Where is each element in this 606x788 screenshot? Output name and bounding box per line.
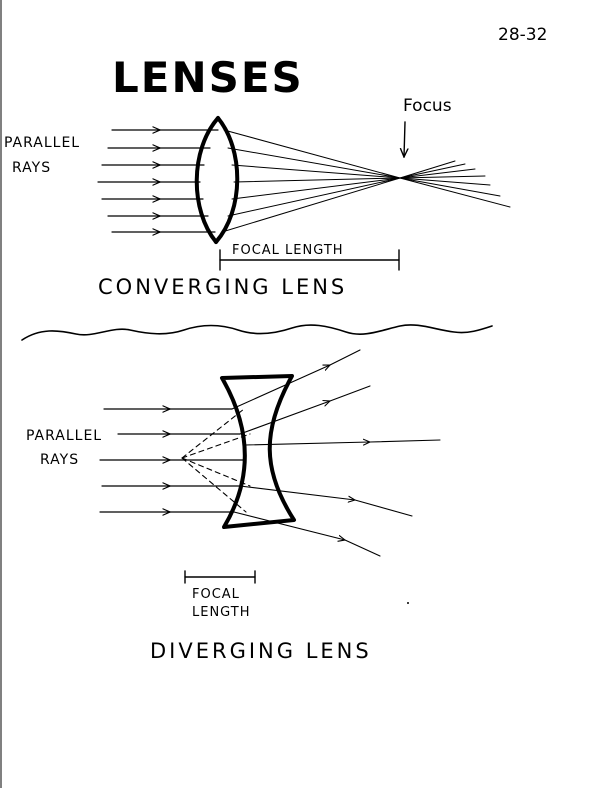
virtual-ray bbox=[181, 408, 245, 459]
converging-lens-left-surface bbox=[194, 116, 220, 244]
refracted-ray bbox=[399, 177, 501, 197]
refracted-ray bbox=[223, 129, 401, 179]
refracted-ray bbox=[399, 175, 486, 179]
focus-label: Focus bbox=[403, 96, 452, 116]
diverging-section: PARALLEL RAYS bbox=[26, 349, 441, 663]
virtual-ray bbox=[181, 433, 251, 459]
diverging-lens bbox=[220, 374, 296, 529]
diverging-focal-label-1: FOCAL bbox=[192, 587, 240, 602]
diverging-virtual-rays bbox=[181, 408, 251, 513]
refracted-ray bbox=[239, 401, 330, 435]
refracted-ray bbox=[399, 168, 476, 179]
refracted-ray bbox=[231, 177, 401, 200]
refracted-ray bbox=[329, 349, 361, 366]
diverging-parallel-label-1: PARALLEL bbox=[26, 428, 102, 444]
diverging-focal-label-2: LENGTH bbox=[192, 605, 251, 620]
refracted-ray bbox=[399, 177, 511, 208]
virtual-ray bbox=[181, 457, 247, 513]
converging-incoming-rays bbox=[97, 130, 219, 232]
virtual-ray bbox=[181, 457, 251, 487]
refracted-ray bbox=[233, 511, 345, 540]
stray-ink-dot bbox=[407, 602, 409, 604]
converging-parallel-label-1: PARALLEL bbox=[4, 135, 80, 151]
wavy-divider bbox=[21, 324, 493, 341]
refracted-ray bbox=[369, 439, 441, 443]
refracted-ray bbox=[329, 385, 371, 402]
refracted-ray bbox=[233, 177, 401, 183]
converging-section: PARALLEL RAYS bbox=[4, 96, 511, 299]
refracted-ray bbox=[344, 539, 381, 557]
refracted-ray bbox=[399, 160, 456, 179]
refracted-ray bbox=[399, 163, 466, 179]
refracted-ray bbox=[221, 177, 401, 233]
refracted-ray bbox=[399, 177, 491, 186]
refracted-ray bbox=[354, 499, 413, 517]
diverging-caption: DIVERGING LENS bbox=[150, 639, 372, 663]
refracted-ray bbox=[231, 164, 401, 179]
page-number: 28-32 bbox=[498, 25, 547, 45]
refracted-ray bbox=[227, 177, 401, 217]
converging-focal-length-label: FOCAL LENGTH bbox=[232, 243, 344, 258]
refracted-ray bbox=[227, 147, 401, 179]
refracted-ray bbox=[244, 442, 370, 445]
converging-refracted-rays bbox=[221, 129, 511, 233]
refracted-ray bbox=[231, 364, 330, 410]
converging-parallel-label-2: RAYS bbox=[12, 160, 51, 176]
diverging-incoming-rays bbox=[99, 409, 246, 512]
diverging-parallel-label-2: RAYS bbox=[40, 452, 79, 468]
diverging-refracted-rays bbox=[231, 349, 441, 557]
page-title: LENSES bbox=[112, 53, 304, 102]
converging-caption: CONVERGING LENS bbox=[98, 275, 347, 299]
converging-lens-right-surface bbox=[214, 116, 240, 244]
focus-pointer-arrow bbox=[404, 121, 405, 157]
refracted-ray bbox=[239, 485, 355, 500]
